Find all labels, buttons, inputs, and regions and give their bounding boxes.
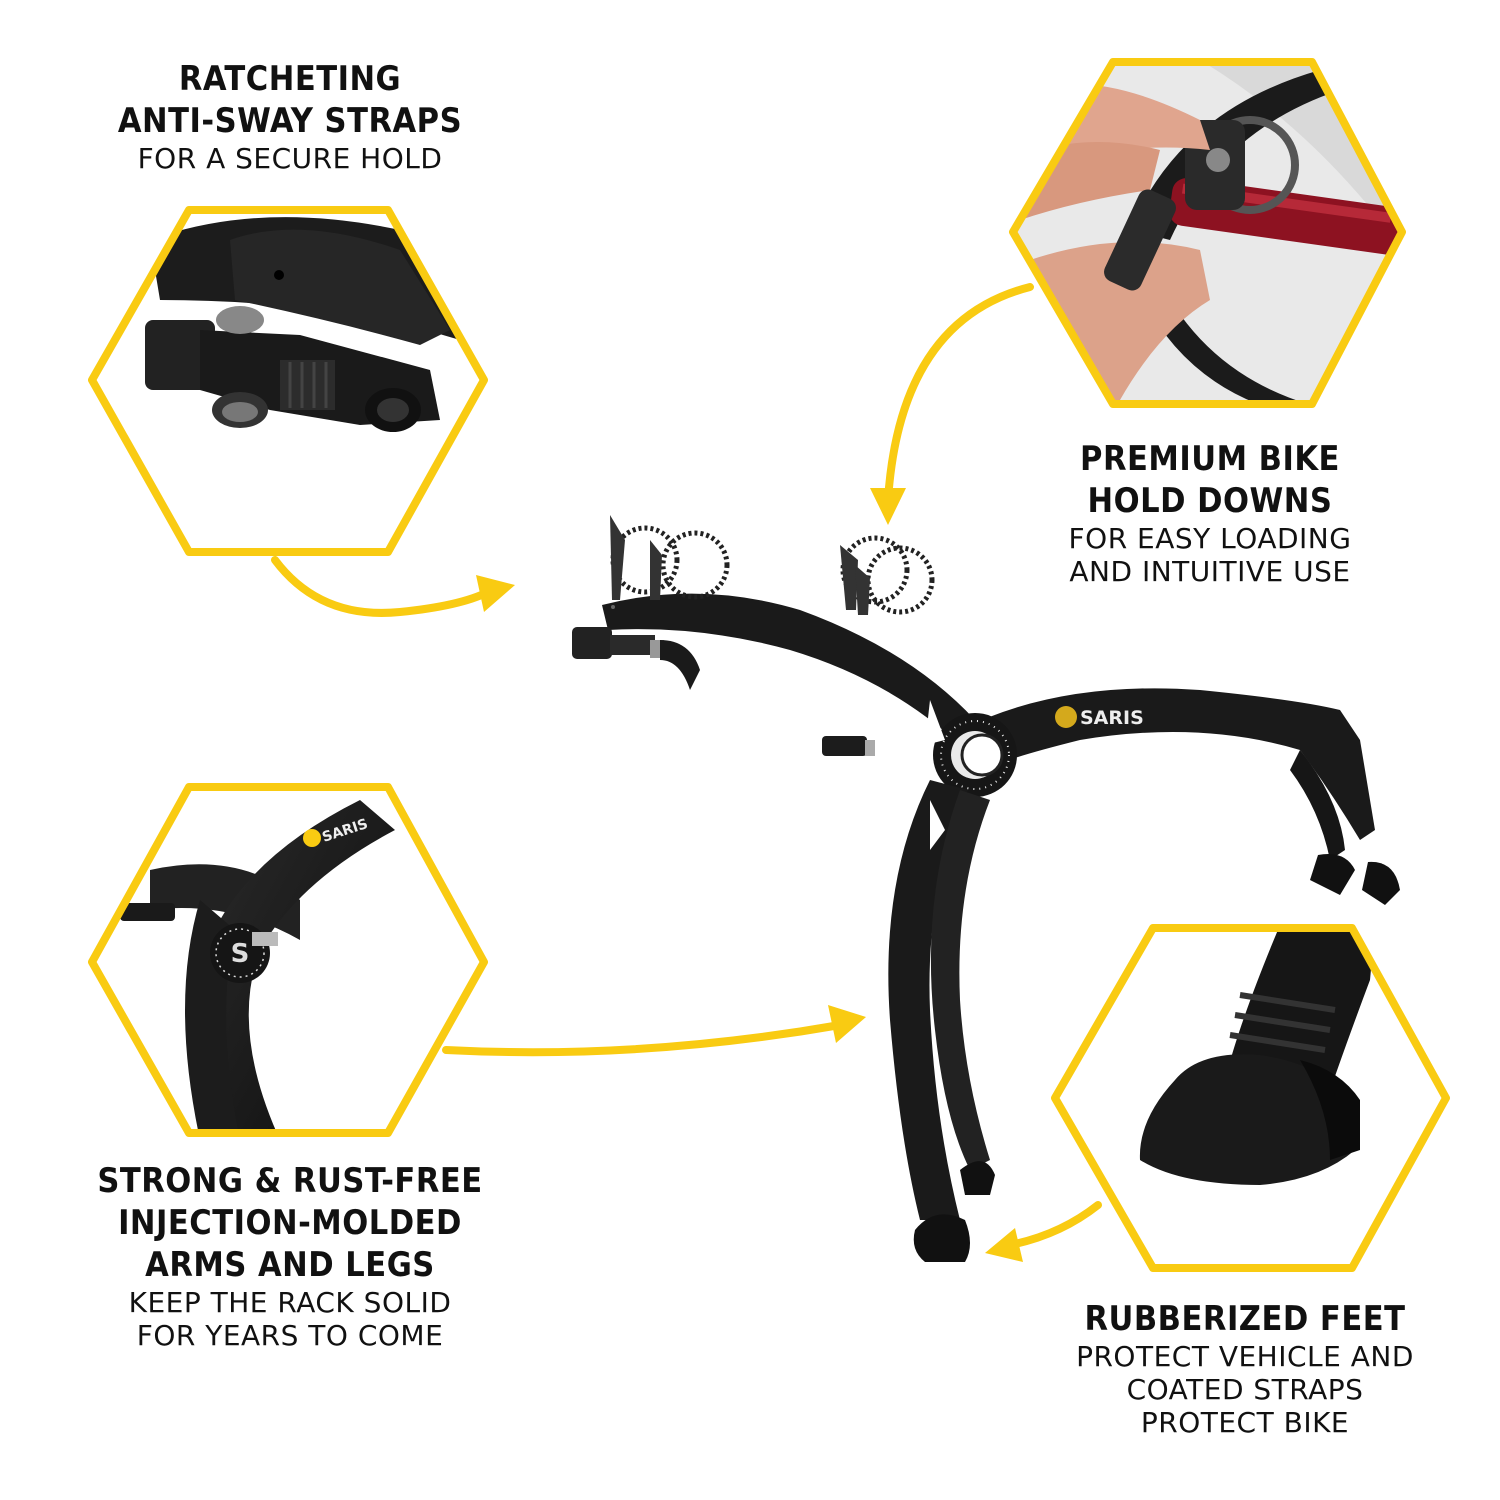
feature-heading: RATCHETING (178, 59, 402, 99)
feature-heading: PREMIUM BIKE (1080, 439, 1340, 479)
hexagon-frame-1 (88, 206, 488, 556)
feature-heading: HOLD DOWNS (1087, 481, 1333, 521)
feature-subtext: PROTECT VEHICLE AND (1076, 1340, 1414, 1373)
hexagon-frame-2 (1009, 58, 1406, 408)
arrow-to-feet (1006, 1201, 1102, 1249)
svg-text:S: S (231, 939, 250, 969)
arrowheads (476, 488, 1023, 1262)
feature-heading: INJECTION-MOLDED (118, 1203, 462, 1243)
feature-subtext: PROTECT BIKE (1140, 1406, 1350, 1439)
molded-arm-photo: S SARIS (92, 787, 484, 1133)
bike-rack-product: SARIS (572, 515, 1400, 1262)
hexagon-frame-4 (1051, 924, 1450, 1272)
arrow-to-arms (442, 1021, 844, 1057)
connector-arrows (271, 283, 1102, 1249)
feature-subtext: COATED STRAPS (1126, 1373, 1364, 1406)
feature-subtext: FOR EASY LOADING (1068, 522, 1352, 555)
arrow-to-straps (271, 556, 492, 617)
feature-molded-arms: STRONG & RUST-FREE INJECTION-MOLDED ARMS… (40, 1160, 540, 1352)
feature-subtext: FOR A SECURE HOLD (137, 142, 443, 175)
feature-subtext: KEEP THE RACK SOLID (128, 1286, 452, 1319)
feature-subtext: AND INTUITIVE USE (1069, 555, 1351, 588)
feature-bike-hold-downs: PREMIUM BIKE HOLD DOWNS FOR EASY LOADING… (1020, 438, 1400, 588)
ratcheting-strap-photo (92, 210, 484, 552)
feature-heading: ANTI-SWAY STRAPS (117, 101, 463, 141)
feature-rubberized-feet: RUBBERIZED FEET PROTECT VEHICLE AND COAT… (1030, 1298, 1460, 1439)
arrow-to-hold-downs (884, 283, 1034, 504)
rubber-foot-photo (1055, 928, 1446, 1268)
saris-logo-text: SARIS (1080, 707, 1144, 729)
bike-hold-down-photo (1013, 62, 1402, 404)
feature-heading: ARMS AND LEGS (145, 1245, 435, 1285)
feature-subtext: FOR YEARS TO COME (136, 1319, 444, 1352)
feature-heading: RUBBERIZED FEET (1084, 1299, 1406, 1339)
feature-ratcheting-straps: RATCHETING ANTI-SWAY STRAPS FOR A SECURE… (70, 58, 510, 175)
feature-heading: STRONG & RUST-FREE (97, 1161, 483, 1201)
hexagon-frame-3 (88, 783, 488, 1137)
